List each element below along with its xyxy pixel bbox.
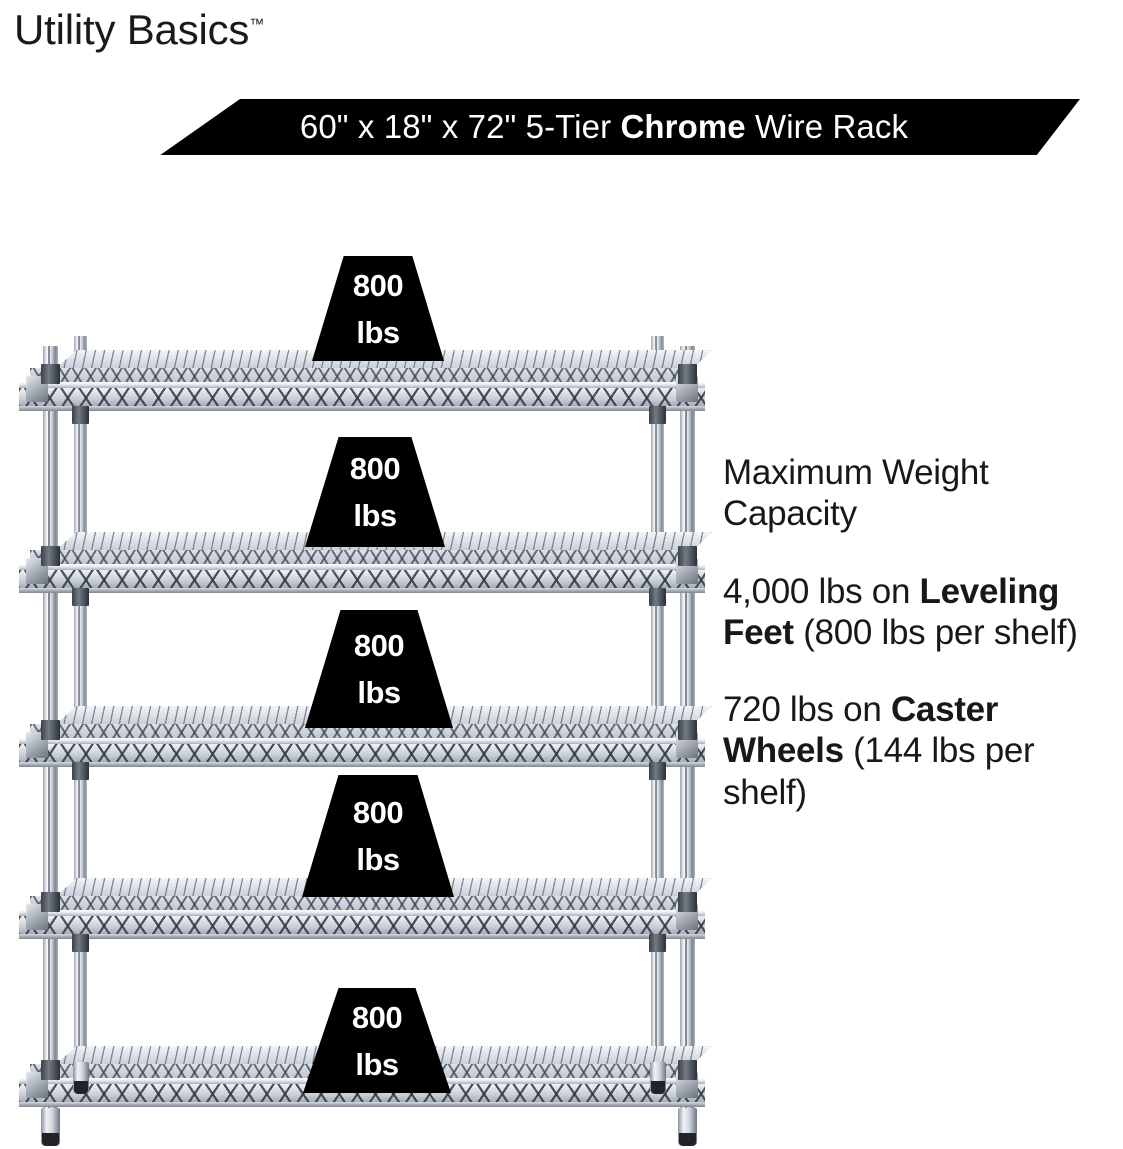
trademark-symbol: ™ bbox=[249, 16, 265, 33]
shelf-2-rail bbox=[19, 564, 705, 572]
product-title-banner: 60" x 18" x 72" 5-Tier Chrome Wire Rack bbox=[160, 99, 1080, 155]
leveling-foot-rear-right bbox=[650, 1062, 666, 1094]
shelf-3-truss-front bbox=[19, 744, 705, 764]
shelf-deck-3 bbox=[12, 706, 712, 768]
caster-tail: (144 lbs per shelf) bbox=[723, 731, 1035, 812]
collar-2-rear-left bbox=[72, 588, 89, 606]
banner-suffix: Wire Rack bbox=[745, 108, 909, 145]
shelf-4-rail bbox=[19, 910, 705, 918]
leveling-foot-front-right bbox=[678, 1108, 697, 1146]
shelf-1-rail bbox=[19, 382, 705, 390]
collar-4-rear-right bbox=[649, 934, 666, 952]
capacity-heading: Maximum Weight Capacity bbox=[723, 453, 989, 534]
collar-4-rear-left bbox=[72, 934, 89, 952]
weight-badge-3-value: 800 bbox=[353, 628, 405, 663]
weight-badge-1-value: 800 bbox=[352, 267, 404, 303]
capacity-copy-column: Maximum Weight Capacity 4,000 lbs on Lev… bbox=[723, 452, 1123, 849]
leveling-emphasis: Leveling Feet bbox=[723, 571, 1060, 652]
shelf-1-lip bbox=[19, 406, 705, 411]
shelf-2-lip bbox=[19, 588, 705, 593]
collar-4-right bbox=[678, 892, 697, 912]
collar-5-right bbox=[678, 1060, 697, 1080]
shelf-4-lip bbox=[19, 934, 705, 939]
shelf-5-truss-front bbox=[19, 1084, 705, 1104]
weight-badge-2-value: 800 bbox=[349, 451, 401, 486]
weight-badge-2-unit: lbs bbox=[353, 498, 397, 533]
brand-logo: Utility Basics™ bbox=[14, 6, 264, 54]
weight-badge-4-unit: lbs bbox=[356, 842, 400, 877]
shelf-5-lip bbox=[19, 1102, 705, 1107]
shelf-4-truss-front bbox=[19, 916, 705, 936]
collar-3-rear-right bbox=[649, 762, 666, 780]
shelf-3-truss-back bbox=[29, 724, 695, 741]
collar-1-rear-right bbox=[649, 406, 666, 424]
collar-3-left bbox=[41, 720, 60, 740]
shelf-1-truss-front bbox=[19, 388, 705, 408]
banner-material: Chrome bbox=[620, 108, 746, 145]
caster-lead: 720 lbs on bbox=[723, 690, 891, 730]
collar-4-left bbox=[41, 892, 60, 912]
shelf-3-rail bbox=[19, 738, 705, 746]
collar-2-right bbox=[678, 546, 697, 566]
shelf-2-truss-front bbox=[19, 570, 705, 590]
weight-badge-5-value: 800 bbox=[351, 999, 403, 1035]
collar-1-rear-left bbox=[72, 406, 89, 424]
weight-badge-shelf-1: 800 lbs bbox=[312, 256, 444, 361]
leveling-lead: 4,000 lbs on bbox=[723, 571, 920, 611]
leveling-feet-capacity: 4,000 lbs on Leveling Feet (800 lbs per … bbox=[723, 571, 1123, 654]
shelf-2-truss-back bbox=[29, 550, 695, 567]
caster-wheels-capacity: 720 lbs on Caster Wheels (144 lbs per sh… bbox=[723, 689, 1123, 813]
collar-1-left bbox=[41, 364, 60, 384]
banner-prefix: 60" x 18" x 72" 5-Tier bbox=[299, 108, 621, 145]
collar-3-rear-left bbox=[72, 762, 89, 780]
shelf-4-truss-back bbox=[29, 896, 695, 913]
leveling-tail: (800 lbs per shelf) bbox=[793, 612, 1078, 652]
collar-1-right bbox=[678, 364, 697, 384]
weight-badge-3-unit: lbs bbox=[357, 675, 401, 710]
collar-2-rear-right bbox=[649, 588, 666, 606]
product-title-text: 60" x 18" x 72" 5-Tier Chrome Wire Rack bbox=[300, 108, 908, 146]
weight-badge-shelf-5: 800 lbs bbox=[303, 988, 451, 1093]
collar-2-left bbox=[41, 546, 60, 566]
leveling-foot-rear-left bbox=[73, 1062, 89, 1094]
weight-badge-1-unit: lbs bbox=[356, 314, 400, 350]
brand-name: Utility Basics bbox=[14, 6, 250, 53]
caster-emphasis: Caster Wheels bbox=[723, 690, 999, 771]
collar-3-right bbox=[678, 720, 697, 740]
leveling-foot-front-left bbox=[41, 1108, 60, 1146]
shelf-1-truss-back bbox=[29, 368, 695, 385]
shelf-3-lip bbox=[19, 762, 705, 767]
collar-5-left bbox=[41, 1060, 60, 1080]
weight-badge-5-unit: lbs bbox=[355, 1046, 399, 1082]
shelf-deck-1 bbox=[12, 350, 712, 412]
weight-badge-4-value: 800 bbox=[352, 795, 404, 830]
